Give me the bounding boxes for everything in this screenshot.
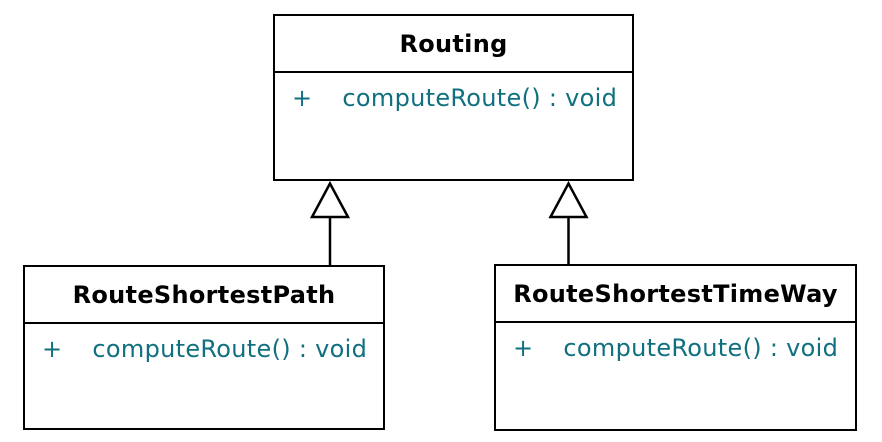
generalization-arrow-routeshortestpath xyxy=(309,180,351,266)
hollow-triangle-icon xyxy=(309,180,351,219)
class-name: RouteShortestTimeWay xyxy=(496,266,855,323)
method-row: + computeRoute() : void xyxy=(25,332,383,366)
class-name: Routing xyxy=(275,16,632,73)
class-box-routeshortestpath: RouteShortestPath + computeRoute() : voi… xyxy=(23,265,385,430)
hollow-triangle-icon xyxy=(548,180,589,219)
methods-compartment: + computeRoute() : void xyxy=(25,324,383,366)
methods-compartment: + computeRoute() : void xyxy=(496,323,855,365)
method-visibility: + xyxy=(42,335,63,363)
method-visibility: + xyxy=(513,334,534,362)
method-signature: computeRoute() : void xyxy=(342,84,618,112)
class-name: RouteShortestPath xyxy=(25,267,383,324)
method-signature: computeRoute() : void xyxy=(92,335,368,363)
class-box-routing: Routing + computeRoute() : void xyxy=(273,14,634,181)
method-row: + computeRoute() : void xyxy=(275,81,632,115)
method-signature: computeRoute() : void xyxy=(563,334,839,362)
generalization-arrow-routeshortesttimeway xyxy=(548,180,589,265)
method-row: + computeRoute() : void xyxy=(496,331,855,365)
class-box-routeshortesttimeway: RouteShortestTimeWay + computeRoute() : … xyxy=(494,264,857,431)
methods-compartment: + computeRoute() : void xyxy=(275,73,632,115)
method-visibility: + xyxy=(292,84,313,112)
